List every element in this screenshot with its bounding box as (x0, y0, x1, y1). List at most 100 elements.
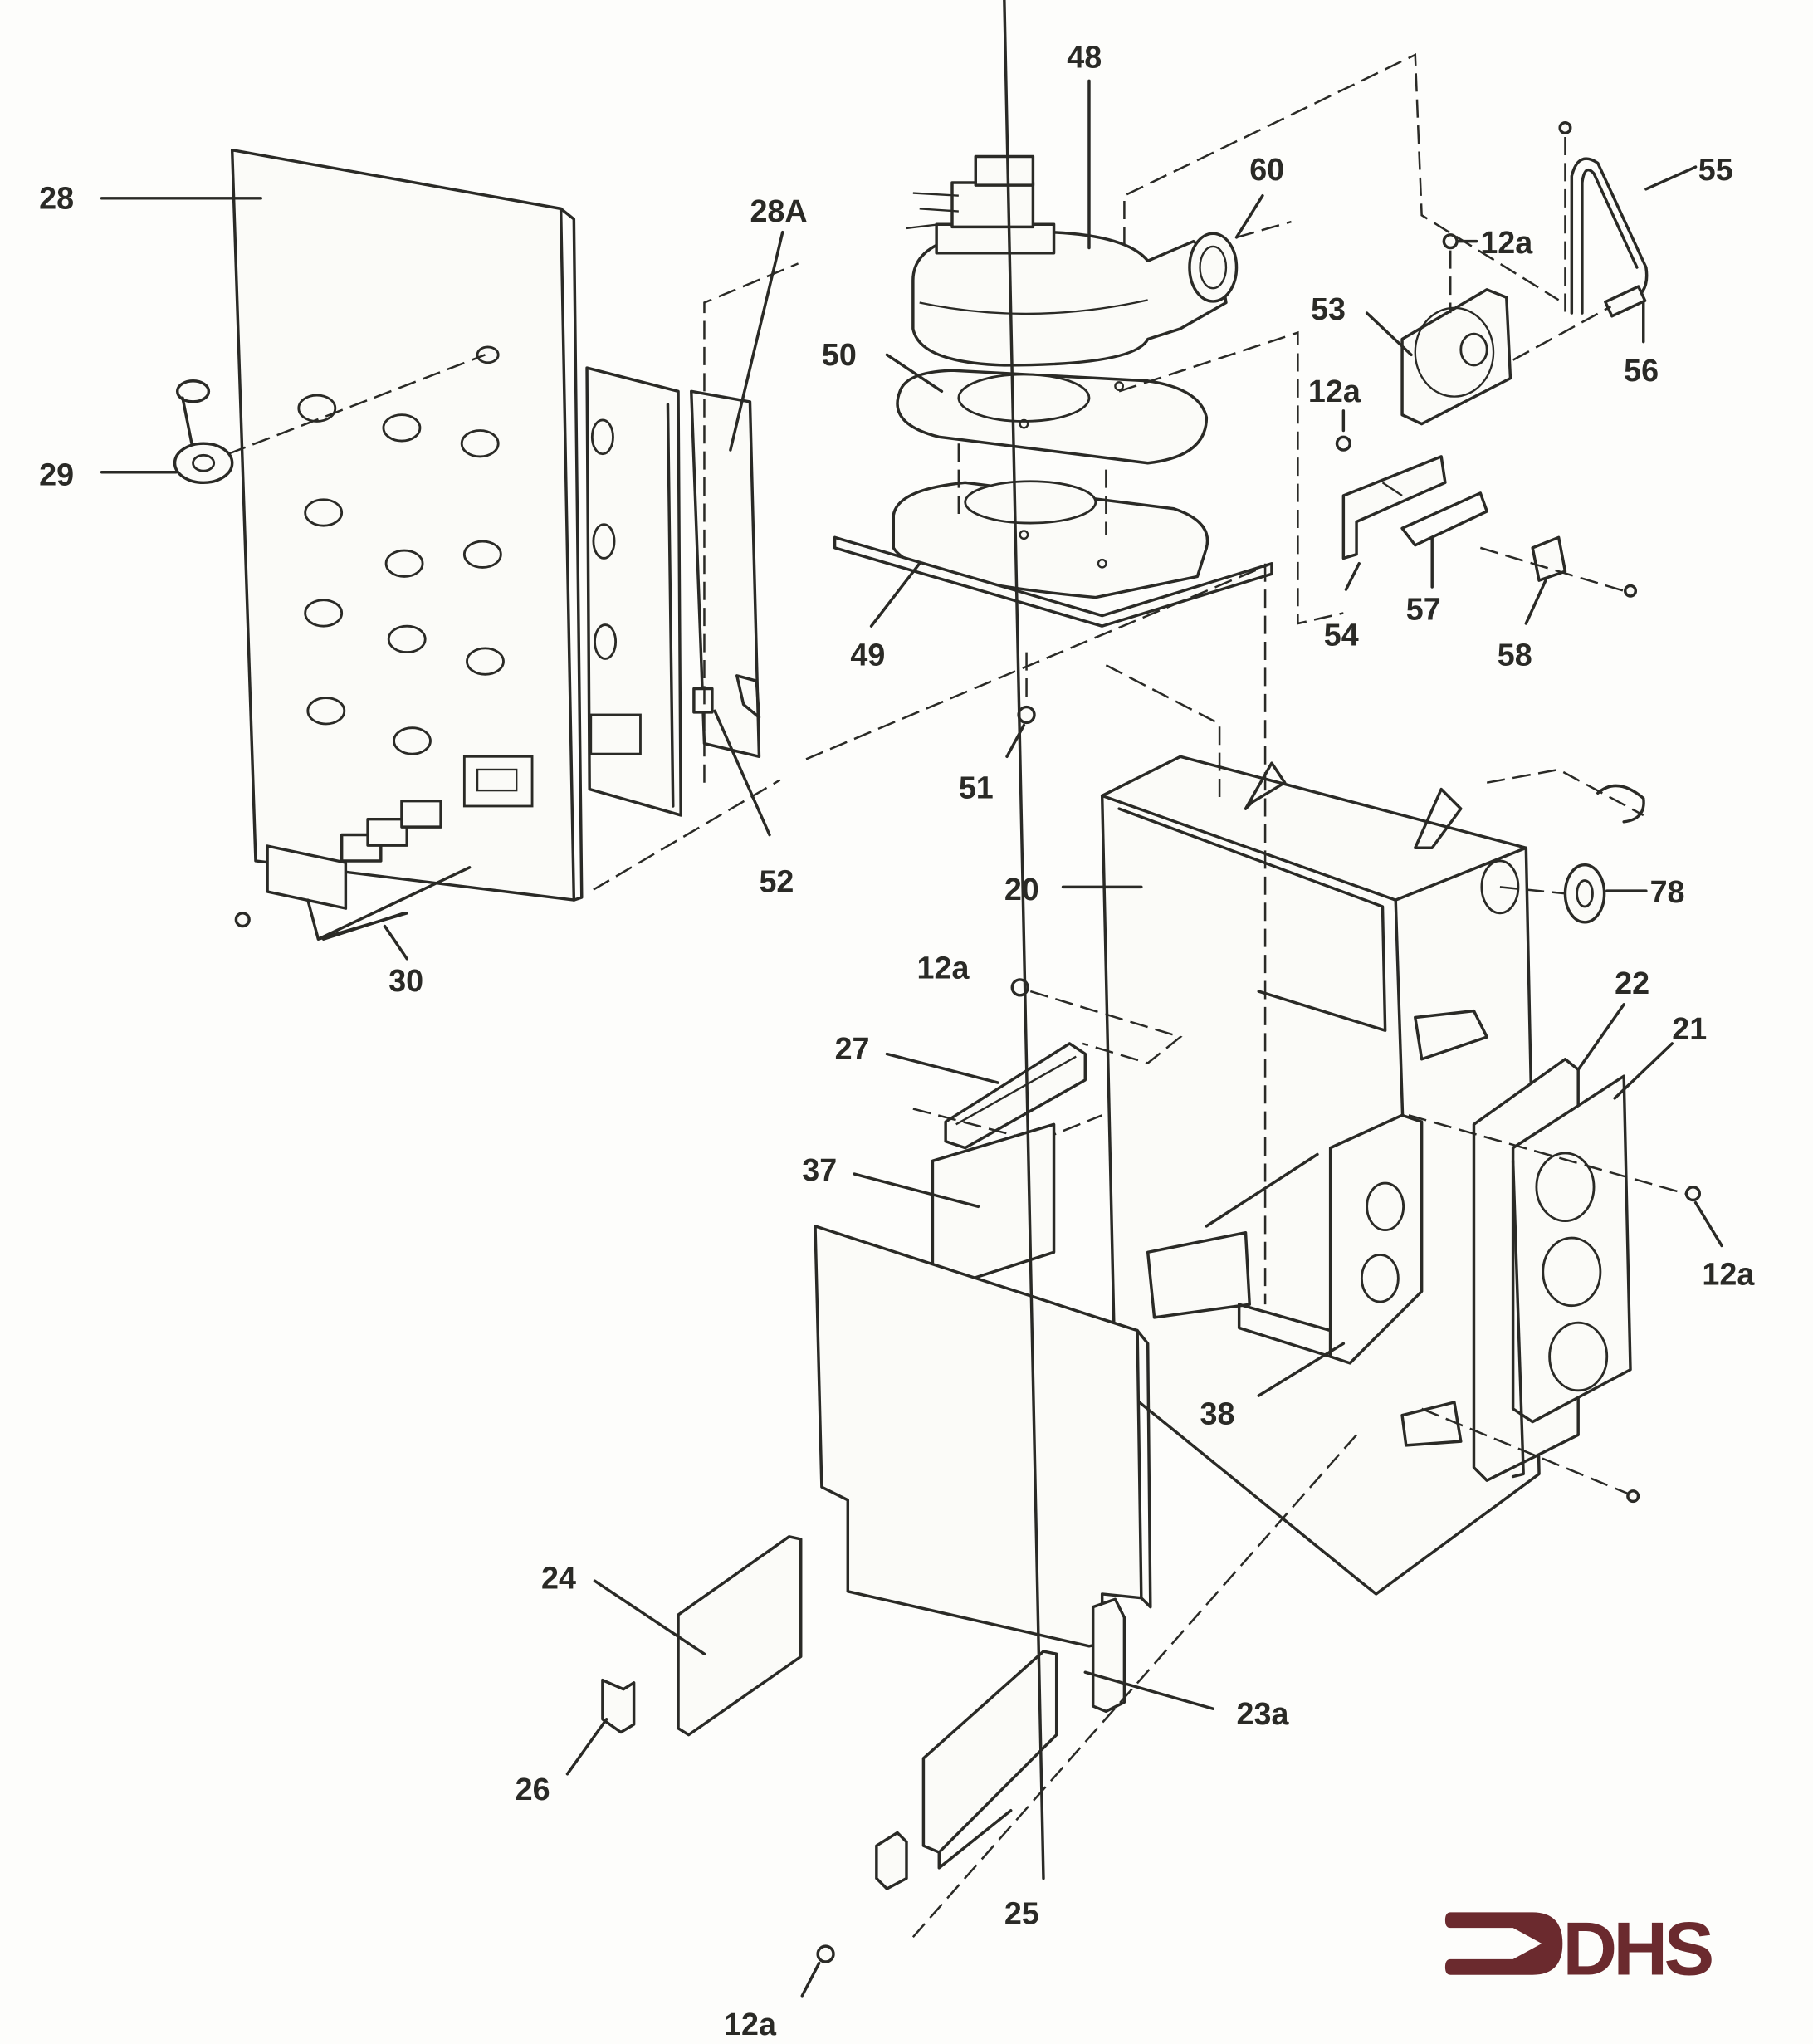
screw-12a-mid (1335, 435, 1351, 452)
callout-26: 26 (516, 1772, 550, 1807)
part-24-panel (677, 1535, 803, 1737)
arrow-bracket-icon (1444, 1912, 1563, 1975)
part-28A-inner-panel (585, 366, 761, 817)
screw-12a-bottom (816, 1944, 835, 1963)
callout-24: 24 (541, 1561, 576, 1596)
part-bottom-clip (875, 1831, 908, 1890)
part-78-grommet (1563, 863, 1606, 924)
assembly-line-12a-left (1029, 990, 1183, 1064)
leader-12a-right (1693, 1200, 1723, 1248)
callout-52: 52 (759, 864, 794, 899)
leader-53 (1365, 311, 1413, 357)
callout-12a-top: 12a (1480, 225, 1533, 260)
callout-23a: 23a (1237, 1696, 1290, 1731)
leader-55 (1644, 165, 1698, 191)
assembly-line-56 (1512, 306, 1612, 361)
leader-37 (853, 1172, 980, 1209)
screw-12a-right (1684, 1186, 1702, 1202)
callout-22: 22 (1615, 966, 1649, 1000)
leader-22 (1576, 1003, 1625, 1072)
leader-30 (383, 924, 408, 961)
callout-25: 25 (1004, 1895, 1039, 1930)
part-57-pin (1400, 491, 1488, 547)
callout-30: 30 (388, 963, 423, 998)
leader-52 (713, 709, 771, 837)
callout-53: 53 (1311, 291, 1346, 326)
assembly-line-29 (227, 354, 486, 455)
assembly-line-78 (1499, 886, 1566, 895)
callout-12a-mid: 12a (1308, 374, 1361, 408)
callout-28: 28 (39, 180, 74, 215)
leader-58 (1524, 579, 1547, 625)
leader-25 (1003, 0, 1045, 1880)
callout-38: 38 (1200, 1396, 1235, 1431)
leader-38 (1257, 1342, 1346, 1397)
callout-49: 49 (850, 637, 885, 672)
part-49-base (833, 480, 1273, 628)
callout-51: 51 (959, 770, 994, 805)
leader-24 (593, 1579, 706, 1655)
part-55-tube (1558, 120, 1649, 315)
callout-56: 56 (1624, 353, 1659, 388)
assembly-line-23a (911, 1434, 1358, 1938)
part-48-blower (906, 154, 1239, 367)
leader-21 (1613, 1042, 1674, 1100)
callout-54: 54 (1324, 618, 1359, 653)
part-26-clip (601, 1678, 636, 1734)
assembly-line-27 (912, 1108, 1103, 1143)
panel-holes (297, 345, 534, 808)
leader-23a (1083, 1670, 1214, 1710)
screw-12a-top (1442, 233, 1459, 250)
assembly-line-28A (703, 262, 799, 783)
leader-50 (885, 353, 944, 394)
dhs-logo: DHS (1444, 1908, 1716, 1992)
part-50-gasket (896, 369, 1209, 465)
callout-60: 60 (1249, 152, 1284, 187)
part-20-cabinet-frame (1100, 755, 1541, 1596)
assembly-line-50 (1118, 330, 1344, 625)
assembly-line-clip (1105, 664, 1221, 803)
part-25-panel (921, 1650, 1058, 1870)
part-53-pressure-switch (1400, 288, 1512, 426)
callout-55: 55 (1698, 152, 1733, 187)
part-37-baffle (931, 1122, 1056, 1293)
callout-27: 27 (835, 1031, 870, 1066)
part-54-bracket (1341, 455, 1447, 560)
assembly-line-lower-right (1421, 1407, 1629, 1495)
leader-49 (869, 562, 921, 628)
callout-21: 21 (1672, 1011, 1707, 1046)
leader-27 (885, 1052, 999, 1084)
callout-12a-bottom: 12a (724, 2007, 777, 2042)
part-23a-post (1091, 1597, 1126, 1714)
part-30-brackets (234, 799, 472, 941)
assembly-line-12a-right (1408, 1114, 1686, 1195)
part-29-grommet (173, 379, 234, 485)
part-front-door (814, 1225, 1152, 1648)
callout-78: 78 (1650, 874, 1685, 909)
assembly-line-48 (1123, 53, 1560, 301)
leader-54 (1344, 562, 1361, 591)
callout-28A: 28A (750, 193, 807, 228)
leader-28A (729, 230, 784, 452)
leader-51 (1005, 723, 1026, 758)
assembly-line-60 (1236, 220, 1292, 239)
leader-12a-bottom (800, 1961, 821, 1998)
callout-37: 37 (802, 1152, 837, 1187)
callout-58: 58 (1498, 637, 1532, 672)
callout-48: 48 (1067, 40, 1102, 75)
part-27-rail (944, 1042, 1087, 1150)
wire-clip (1596, 784, 1645, 824)
assembly-line-panel (593, 779, 781, 891)
part-21-side-plate (1511, 1074, 1632, 1479)
callout-12a-right: 12a (1702, 1257, 1755, 1292)
logo-text: DHS (1562, 1908, 1712, 1992)
part-38-heat-exchanger (1146, 1113, 1424, 1365)
callout-29: 29 (39, 457, 74, 491)
leader-26 (565, 1718, 608, 1776)
part-56-connector (1604, 285, 1647, 318)
part-28-front-panel (230, 148, 584, 902)
callout-57: 57 (1406, 591, 1441, 626)
part-51-screw (1017, 705, 1036, 725)
